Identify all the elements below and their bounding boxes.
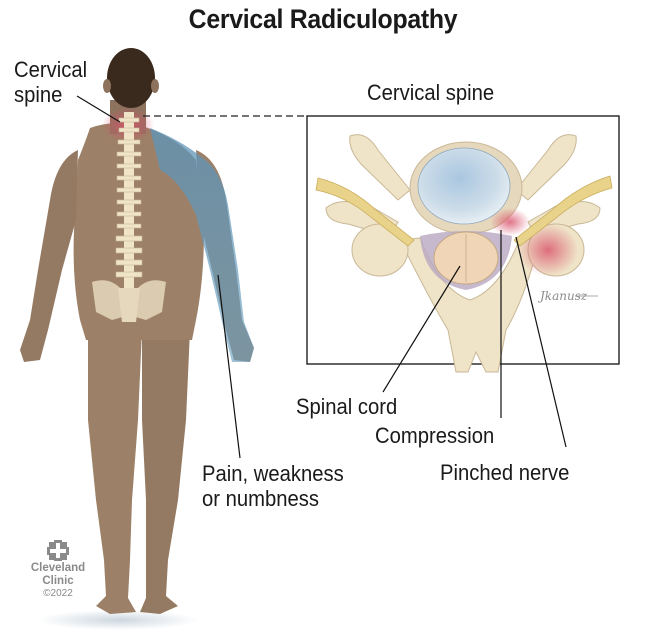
- copyright-text: ©2022: [43, 588, 73, 599]
- cleveland-clinic-cross-icon: [47, 540, 69, 561]
- label-pinched-nerve: Pinched nerve: [440, 460, 570, 485]
- artist-signature: Jkanusz: [537, 289, 588, 303]
- vertebra-cross-section: Jkanusz: [315, 134, 613, 373]
- label-compression: Compression: [375, 423, 495, 448]
- cleveland-clinic-logo: Cleveland Clinic ©2022: [28, 562, 88, 599]
- label-line: or numbness: [202, 486, 320, 511]
- label-spinal-cord: Spinal cord: [296, 394, 398, 419]
- brand-name-line1: Cleveland: [30, 562, 86, 574]
- human-body-back-view: [20, 48, 254, 630]
- label-line: Pain, weakness: [202, 461, 344, 486]
- page-title: Cervical Radiculopathy: [188, 4, 458, 34]
- spinal-column: [92, 112, 166, 322]
- label-symptoms: Pain, weakness or numbness: [202, 461, 344, 511]
- label-cervical-spine-inset: Cervical spine: [367, 80, 495, 105]
- label-line: spine: [14, 82, 63, 107]
- label-cervical-spine-body: Cervical spine: [14, 57, 87, 107]
- brand-name-line2: Clinic: [42, 575, 74, 587]
- label-line: Cervical: [14, 57, 88, 82]
